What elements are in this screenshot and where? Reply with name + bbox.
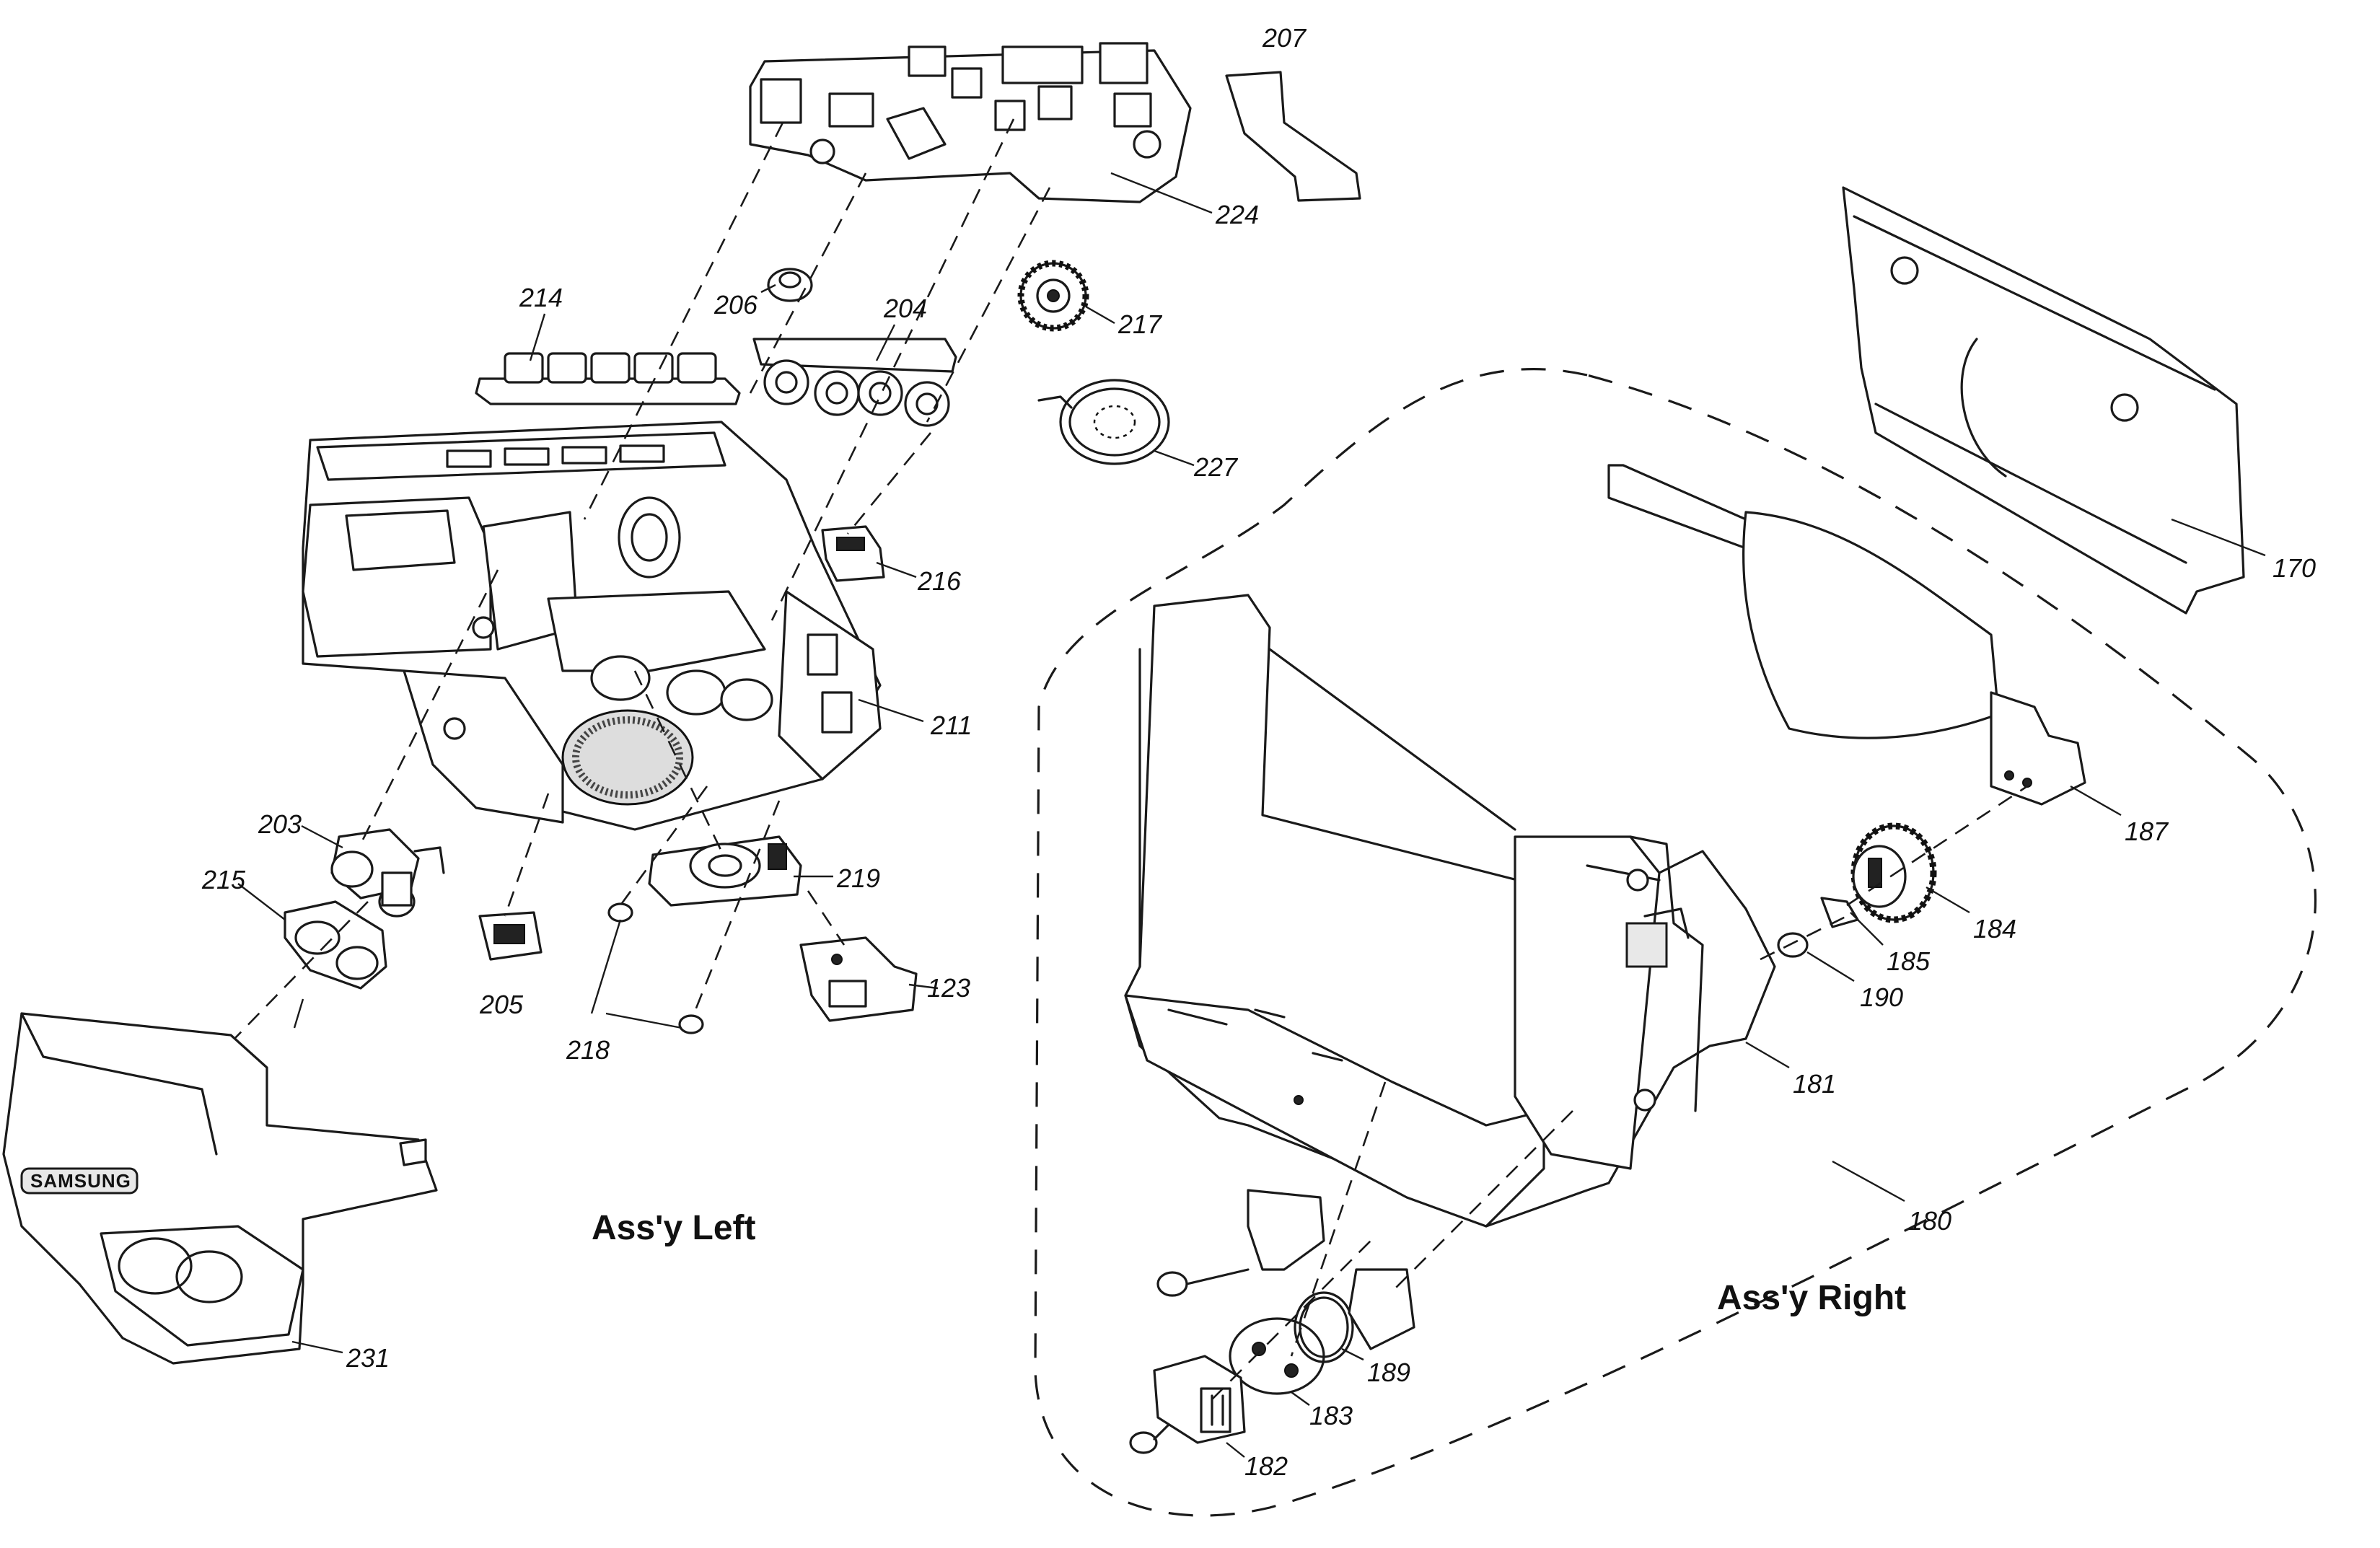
label-183: 183 (1309, 1401, 1353, 1430)
part-204-switch-bracket (752, 338, 957, 427)
left-leader-lines (237, 172, 1213, 1354)
part-184-knob (1850, 822, 1937, 923)
part-181-right-chassis (1124, 594, 1776, 1228)
part-183-switch-disc (1229, 1317, 1325, 1395)
label-182: 182 (1244, 1451, 1288, 1481)
part-227-speaker (1037, 379, 1170, 465)
label-207: 207 (1262, 23, 1307, 53)
label-214: 214 (519, 283, 563, 312)
label-189: 189 (1367, 1358, 1410, 1387)
label-203: 203 (258, 809, 302, 839)
label-190: 190 (1860, 982, 1903, 1012)
part-216-connector (821, 525, 885, 582)
part-182-switch-housing (1129, 1355, 1246, 1454)
right-small-bracket (1156, 1189, 1325, 1297)
right-assembly-boundary (1034, 368, 2317, 1517)
part-217-gear (1017, 260, 1089, 332)
label-187: 187 (2125, 817, 2169, 846)
right-cover-plate (1348, 1268, 1415, 1350)
part-231-front-cover: SAMSUNG (2, 1012, 438, 1365)
label-185: 185 (1887, 946, 1931, 976)
label-123: 123 (927, 973, 970, 1003)
assembly-right-label: Ass'y Right (1717, 1279, 1906, 1317)
label-218: 218 (566, 1035, 610, 1065)
part-205-switch-block (478, 911, 543, 961)
label-211: 211 (930, 711, 972, 740)
label-184: 184 (1973, 914, 2016, 944)
label-224: 224 (1215, 200, 1259, 229)
part-170-back-cover (1842, 186, 2245, 615)
part-219-motor-bracket (648, 835, 802, 907)
part-203-jack-assembly (330, 828, 445, 918)
left-main-chassis (302, 421, 882, 831)
right-lining-sheet (1742, 511, 2000, 739)
part-187-bracket (1990, 691, 2086, 806)
part-number-labels: 207 224 206 204 214 217 227 216 211 203 … (201, 23, 2316, 1481)
right-assembly-guides (1211, 785, 2028, 1400)
part-207-flex-cable (1225, 71, 1361, 202)
label-206: 206 (713, 290, 758, 320)
label-216: 216 (917, 566, 962, 596)
label-219: 219 (836, 863, 880, 893)
left-assembly-guides (234, 118, 1051, 1039)
label-180: 180 (1908, 1206, 1951, 1236)
brand-logo: SAMSUNG (30, 1170, 131, 1192)
assembly-left-label: Ass'y Left (592, 1209, 756, 1247)
part-206-small-gear (767, 268, 813, 302)
part-189-ring (1294, 1291, 1354, 1363)
label-231: 231 (346, 1343, 390, 1373)
part-190-washer (1777, 932, 1809, 958)
right-leader-lines (1341, 518, 2266, 1361)
part-218-screws (607, 902, 704, 1034)
right-flex-strip (1607, 464, 1747, 550)
label-217: 217 (1117, 309, 1163, 339)
part-214-button-strip (475, 352, 741, 405)
label-215: 215 (201, 865, 246, 894)
label-181: 181 (1793, 1069, 1836, 1099)
part-224-pcb-board (749, 42, 1192, 203)
label-205: 205 (479, 990, 524, 1019)
label-204: 204 (883, 294, 927, 323)
label-170: 170 (2273, 553, 2316, 583)
part-215-cap (284, 900, 387, 990)
label-227: 227 (1193, 452, 1239, 482)
part-123-bracket (799, 936, 918, 1022)
